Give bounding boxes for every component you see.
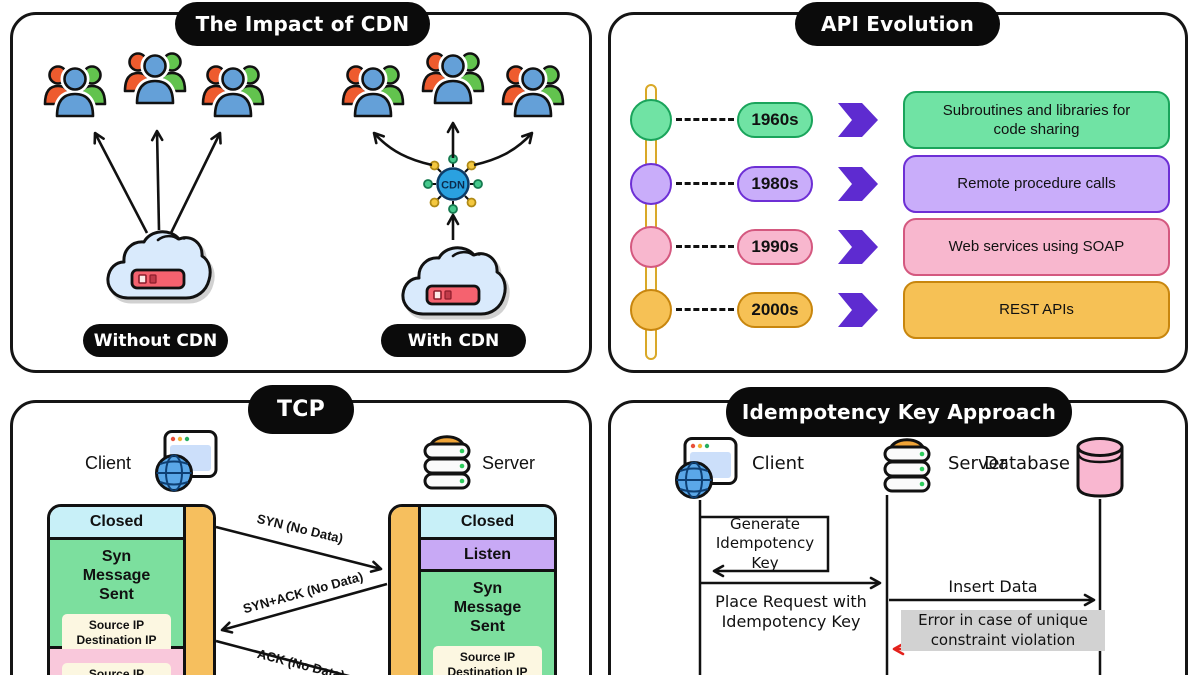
tcp-client-state-next: Source IP [50, 649, 183, 675]
tcp-client-syn-label: Syn Message Sent [82, 548, 151, 604]
panel-title-api: API Evolution [795, 2, 1000, 46]
tcp-server-state-syn-sent: Syn Message Sent Source IP Destination I… [421, 572, 554, 675]
server-stack-icon [418, 428, 476, 492]
dashed-connector [676, 308, 734, 311]
tcp-server-syn-label: Syn Message Sent [453, 580, 522, 636]
year-pill-1990s: 1990s [737, 229, 813, 265]
idem-client-label: Client [752, 453, 805, 474]
client-browser-icon [672, 437, 738, 499]
tcp-client-state-column: Closed Syn Message Sent Source IP Destin… [47, 504, 216, 675]
tcp-server-lifeline-bar [391, 507, 421, 675]
chevron-arrow-icon [838, 103, 878, 137]
client-browser-icon [152, 430, 218, 492]
year-pill-2000s: 2000s [737, 292, 813, 328]
timeline-node-1980s [630, 163, 672, 205]
dashed-connector [676, 245, 734, 248]
year-pill-1960s: 1960s [737, 102, 813, 138]
api-era-box-2000s: REST APIs [903, 281, 1170, 339]
insert-data-label: Insert Data [948, 577, 1038, 596]
tcp-server-state-column: Closed Listen Syn Message Sent Source IP… [388, 504, 557, 675]
api-era-box-1960s: Subroutines and libraries for code shari… [903, 91, 1170, 149]
idem-server-label: Server [948, 453, 1008, 474]
dashed-connector [676, 118, 734, 121]
chevron-arrow-icon [838, 167, 878, 201]
place-request-label: Place Request with Idempotency Key [715, 592, 867, 631]
panel-title-cdn: The Impact of CDN [175, 2, 430, 46]
panel-title-idempotency: Idempotency Key Approach [726, 387, 1072, 437]
origin-server-cloud-icon [102, 224, 214, 310]
timeline-node-1960s [630, 99, 672, 141]
with-cdn-label: With CDN [381, 324, 526, 357]
user-group-icon [421, 49, 485, 107]
dashed-connector [676, 182, 734, 185]
tcp-client-label: Client [85, 453, 132, 473]
tcp-server-syn-detail: Source IP Destination IP Seq# 5000 Ack# … [433, 645, 542, 675]
tcp-client-lifeline-bar [183, 507, 213, 675]
api-era-box-1990s: Web services using SOAP [903, 218, 1170, 276]
error-constraint-label: Error in case of unique constraint viola… [901, 610, 1105, 651]
cdn-node-label: CDN [441, 180, 465, 192]
tcp-client-state-closed: Closed [50, 507, 183, 540]
tcp-client-next-detail: Source IP [62, 663, 171, 675]
user-group-icon [501, 62, 565, 120]
cdn-hub-icon: CDN [423, 154, 483, 214]
origin-server-cloud-icon [397, 240, 509, 326]
without-cdn-label: Without CDN [83, 324, 228, 357]
tcp-client-state-syn-sent: Syn Message Sent Source IP Destination I… [50, 540, 183, 669]
database-cylinder-icon [1073, 436, 1127, 498]
api-era-box-1980s: Remote procedure calls [903, 155, 1170, 213]
user-group-icon [341, 62, 405, 120]
chevron-arrow-icon [838, 230, 878, 264]
tcp-server-label: Server [482, 453, 536, 473]
timeline-node-1990s [630, 226, 672, 268]
timeline-node-2000s [630, 289, 672, 331]
generate-idempotency-key-label: Generate Idempotency Key [715, 514, 815, 572]
chevron-arrow-icon [838, 293, 878, 327]
user-group-icon [43, 62, 107, 120]
idem-database-label: Database [984, 453, 1070, 474]
panel-title-tcp: TCP [248, 385, 354, 434]
year-pill-1980s: 1980s [737, 166, 813, 202]
user-group-icon [201, 62, 265, 120]
tcp-server-state-closed: Closed [421, 507, 554, 540]
server-stack-icon [878, 431, 936, 495]
user-group-icon [123, 49, 187, 107]
tcp-server-state-listen: Listen [421, 540, 554, 572]
